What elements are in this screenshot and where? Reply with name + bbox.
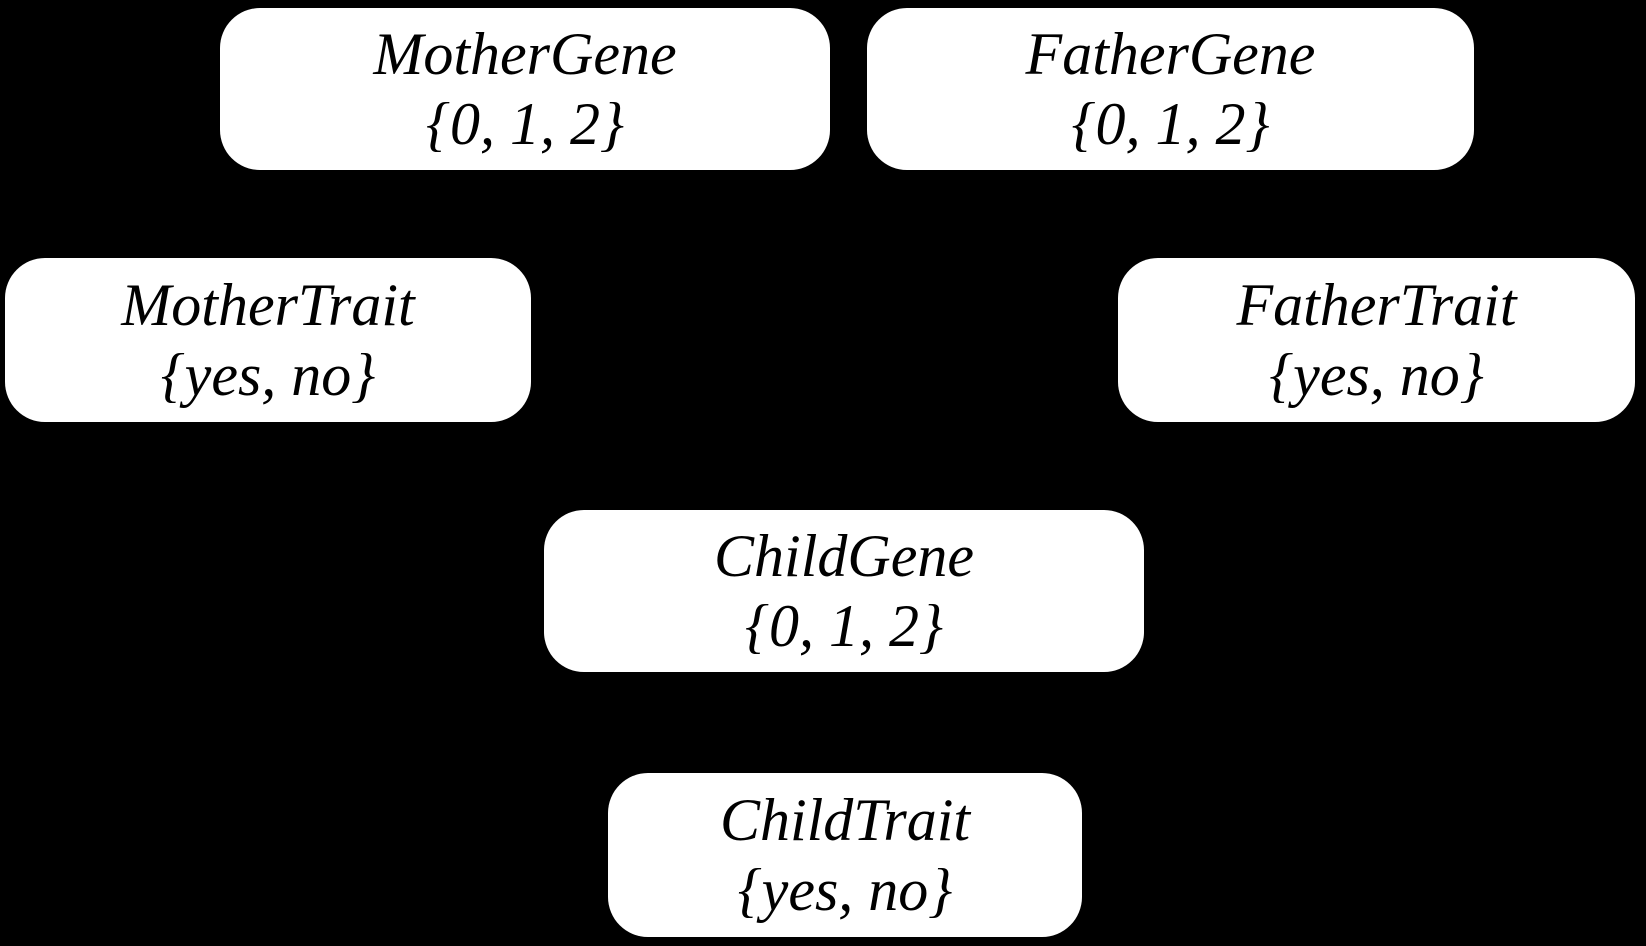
node-domain: {0, 1, 2} — [745, 593, 943, 659]
node-label: ChildGene — [714, 523, 974, 589]
node-domain: {yes, no} — [1269, 342, 1484, 408]
node-mother-gene: MotherGene {0, 1, 2} — [220, 8, 830, 170]
node-domain: {0, 1, 2} — [426, 91, 624, 157]
node-domain: {0, 1, 2} — [1071, 91, 1270, 157]
node-label: FatherGene — [1025, 21, 1316, 87]
node-label: FatherTrait — [1236, 272, 1517, 338]
node-domain: {yes, no} — [737, 857, 953, 923]
node-father-trait: FatherTrait {yes, no} — [1118, 258, 1635, 422]
node-child-gene: ChildGene {0, 1, 2} — [544, 510, 1144, 672]
node-father-gene: FatherGene {0, 1, 2} — [867, 8, 1474, 170]
node-mother-trait: MotherTrait {yes, no} — [5, 258, 531, 422]
node-label: ChildTrait — [719, 787, 971, 853]
node-domain: {yes, no} — [160, 342, 376, 408]
node-child-trait: ChildTrait {yes, no} — [608, 773, 1082, 937]
node-label: MotherGene — [373, 21, 677, 87]
node-label: MotherTrait — [121, 272, 415, 338]
